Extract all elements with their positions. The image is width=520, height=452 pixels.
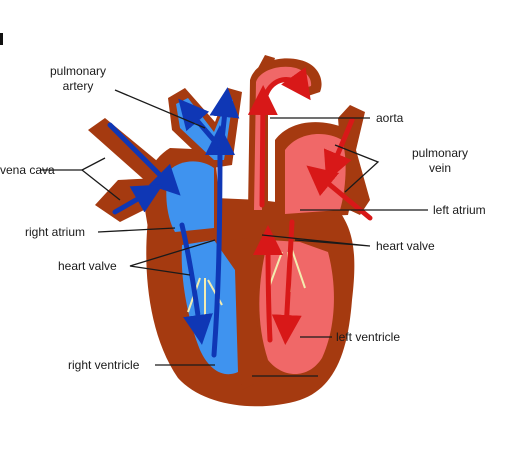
- label-heart-valve-left: heart valve: [58, 259, 117, 273]
- label-right-atrium: right atrium: [25, 225, 85, 239]
- septum: [228, 238, 262, 390]
- arrow-vena-cava-upper: [107, 122, 181, 196]
- arrow-left-atrium-down: [271, 219, 302, 345]
- label-heart-valve-right: heart valve: [376, 239, 435, 253]
- edge-mark: [0, 33, 3, 45]
- arrow-left-ventricle-up: [253, 225, 284, 343]
- label-vena-cava: vena cava: [0, 163, 55, 177]
- label-left-ventricle: left ventricle: [336, 330, 400, 344]
- arrow-aorta-arch: [263, 67, 311, 101]
- blood-flow-arrows-blue: [107, 87, 240, 358]
- arrow-right-ventricle-up: [204, 125, 235, 358]
- label-pulmonary-artery-line2: artery: [63, 79, 94, 93]
- arrow-aorta-up: [247, 85, 278, 208]
- leader-right-atrium: [97, 227, 176, 233]
- arrow-pulmonary-vein-upper: [323, 117, 355, 182]
- label-right-ventricle: right ventricle: [68, 358, 140, 372]
- arrow-vena-cava-lower: [112, 184, 164, 215]
- leader-pulmonary-artery: [114, 89, 206, 129]
- leader-heart-valve-left: [129, 239, 216, 276]
- labels: pulmonary artery aorta pulmonary vein ve…: [0, 64, 486, 372]
- right-ventricle-chamber: [181, 240, 238, 375]
- leader-pulmonary-vein: [334, 144, 380, 193]
- vena-cava-upper-vessel: [88, 118, 162, 185]
- leader-heart-valve-right: [261, 234, 371, 247]
- leader-lines: [40, 89, 428, 377]
- label-pulmonary-artery-line1: pulmonary: [50, 64, 106, 78]
- label-pulmonary-vein-line2: vein: [429, 161, 451, 175]
- label-aorta: aorta: [376, 111, 404, 125]
- label-pulmonary-vein-line1: pulmonary: [412, 146, 468, 160]
- arrow-right-atrium-down: [179, 222, 213, 345]
- blood-flow-arrows-red: [247, 67, 373, 345]
- label-left-atrium: left atrium: [433, 203, 486, 217]
- right-atrium-chamber: [166, 161, 214, 232]
- arrow-pulmonary-artery-right: [209, 87, 240, 143]
- aorta-branch: [258, 55, 275, 80]
- arrow-pulmonary-vein-lower: [306, 165, 373, 221]
